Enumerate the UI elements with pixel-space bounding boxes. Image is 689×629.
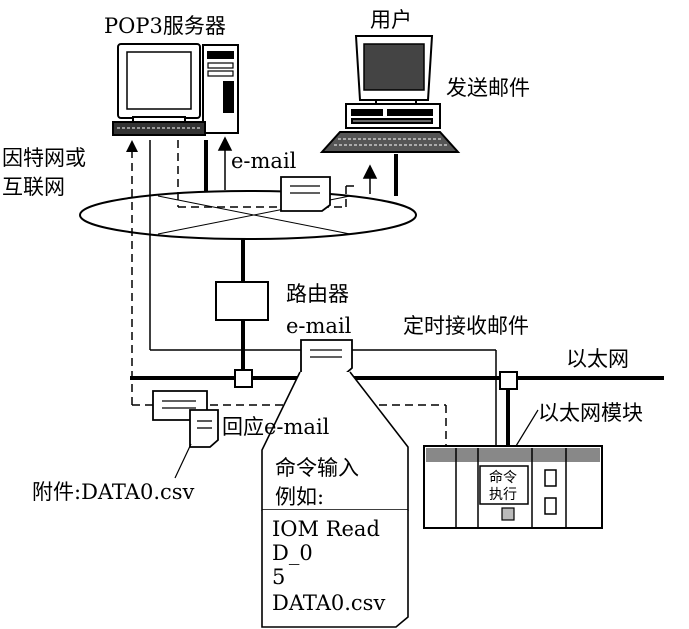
reply-email-label: 回应e-mail: [222, 415, 330, 439]
command-execute-box: [479, 465, 529, 505]
email-mid-label: e-mail: [286, 314, 352, 338]
pop3-server-computer: [112, 43, 239, 136]
command-line-1: IOM Read: [272, 517, 380, 541]
module-leader: [515, 409, 539, 447]
email-envelope-top: [280, 176, 331, 212]
network-links: [130, 140, 664, 446]
timed-receive-label: 定时接收邮件: [403, 314, 529, 338]
pop3-server-label: POP3服务器: [104, 14, 226, 38]
command-line-4: DATA0.csv: [272, 591, 385, 615]
command-execute-line1: 命令: [489, 469, 517, 486]
attachment-label: 附件:DATA0.csv: [32, 480, 195, 504]
ethernet-node-router: [234, 369, 253, 388]
attachment-file-icon: [189, 409, 219, 448]
command-execute-line2: 执行: [489, 487, 517, 503]
internet-label-line2: 互联网: [2, 175, 65, 199]
internet-label-line1: 因特网或: [2, 146, 86, 170]
command-input-line1: 命令输入: [275, 456, 359, 480]
user-computer: [319, 35, 461, 153]
user-label: 用户: [370, 8, 412, 32]
attachment-leader: [174, 443, 192, 479]
command-line-3: 5: [272, 565, 285, 589]
router-label: 路由器: [286, 282, 349, 306]
email-envelope-mid: [300, 339, 353, 376]
command-line-2: D_0: [272, 541, 313, 565]
ethernet-label: 以太网: [566, 347, 629, 371]
command-input-line2: 例如:: [275, 485, 324, 509]
send-mail-label: 发送邮件: [446, 76, 530, 100]
command-input-callout: [261, 371, 409, 628]
router-box: [215, 281, 269, 321]
ethernet-node-module: [499, 371, 518, 390]
reply-arrowhead: [126, 140, 138, 152]
email-top-label: e-mail: [231, 149, 297, 173]
internet-cloud: [79, 190, 417, 240]
ethernet-module-label: 以太网模块: [538, 401, 643, 425]
